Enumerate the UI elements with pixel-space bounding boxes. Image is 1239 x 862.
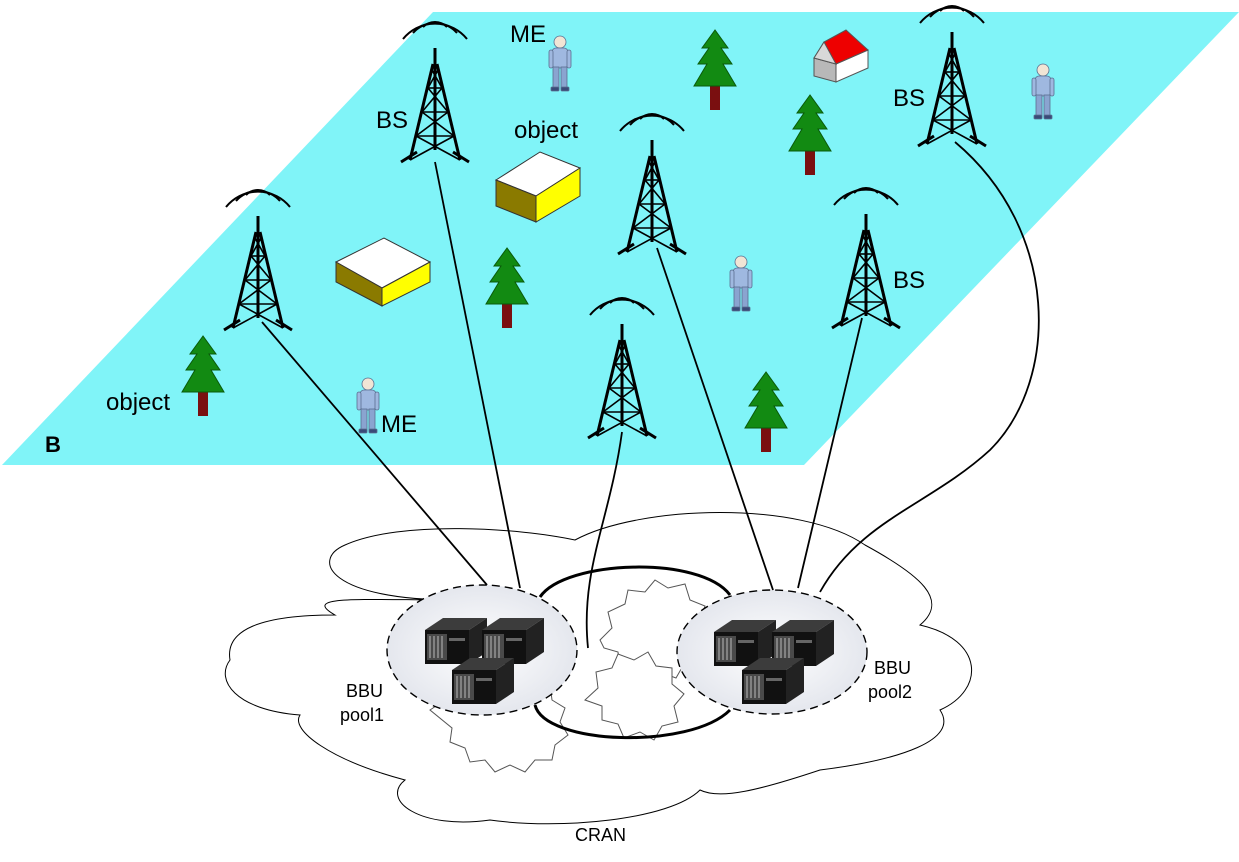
object-label: object [106,389,170,416]
link-tower-topleft [434,161,521,589]
bs-label: BS [376,107,408,134]
bbu-pool2-label-line1: BBU [874,658,911,678]
bbu-pool1-label-line2: pool1 [340,705,384,725]
house-icon [813,29,869,83]
server-icon [481,617,545,665]
cran-label: CRAN [575,825,626,845]
me-label: ME [510,21,546,48]
coverage-plane [2,12,1239,465]
link-tower-left [261,321,488,586]
pool-link-top [538,565,732,598]
link-tower-topright [819,141,1040,593]
cloud-icon [224,512,973,825]
box-icon [494,151,582,223]
bbu-pool1-label-line1: BBU [346,681,383,701]
bbu-pool2-label-line2: pool2 [868,682,912,702]
server-icon [424,617,488,665]
server-icon [451,657,515,705]
box-icon [334,237,432,307]
server-icon [741,657,805,705]
fronthaul-links [261,141,1040,649]
bs-label: BS [893,85,925,112]
object-label: object [514,117,578,144]
bs-label: BS [893,267,925,294]
link-tower-right [797,317,863,589]
link-tower-center [656,247,774,591]
me-label: ME [381,411,417,438]
pool-link-bottom [533,704,732,739]
gear-icon [584,651,685,741]
plane-label: B [45,432,61,457]
link-tower-bottom [585,431,623,649]
